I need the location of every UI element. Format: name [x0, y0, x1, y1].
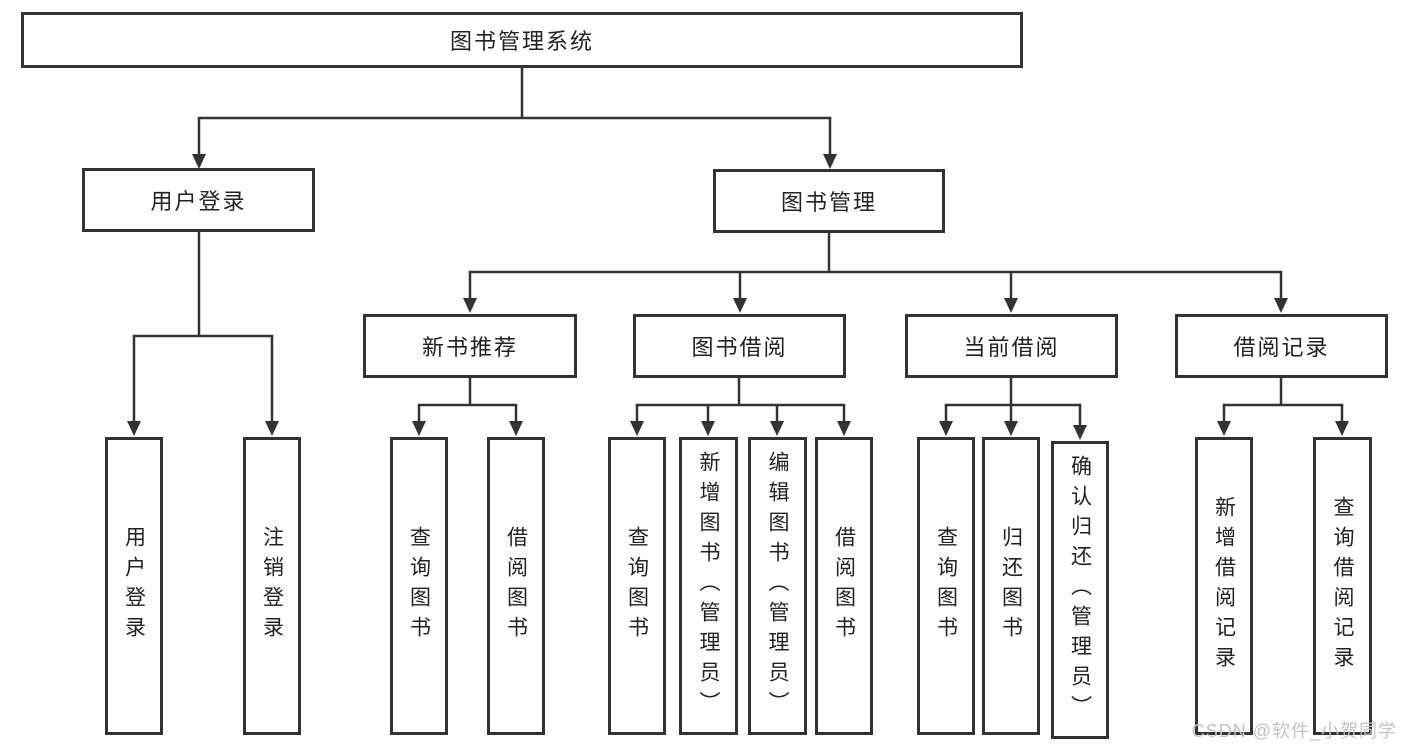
leaf-user-login: 用户登录 — [105, 437, 163, 735]
node-label: 图书管理系统 — [449, 29, 594, 54]
leaf-nb-borrow-books: 借阅图书 — [487, 437, 545, 735]
leaf-label: 编辑图书（管理员） — [766, 451, 789, 721]
node-book-borrow: 图书借阅 — [633, 314, 846, 378]
node-user-login-group: 用户登录 — [82, 168, 315, 232]
leaf-bb-borrow-books: 借阅图书 — [815, 437, 873, 735]
node-current-borrow: 当前借阅 — [905, 314, 1118, 378]
leaf-label: 查询图书 — [934, 526, 958, 646]
leaf-logout: 注销登录 — [243, 437, 301, 735]
leaf-bb-add-book-admin: 新增图书（管理员） — [679, 437, 738, 735]
node-new-book-rec: 新书推荐 — [363, 314, 577, 378]
leaf-label: 确认归还（管理员） — [1068, 455, 1092, 725]
leaf-nb-query-books: 查询图书 — [390, 437, 448, 735]
node-book-mgmt-group: 图书管理 — [713, 169, 945, 233]
csdn-watermark: CSDN @软件_小贺同学 — [1191, 721, 1397, 741]
node-label: 借阅记录 — [1233, 335, 1330, 360]
leaf-label: 查询图书 — [407, 526, 431, 646]
leaf-label: 归还图书 — [999, 526, 1023, 646]
node-root: 图书管理系统 — [21, 12, 1023, 68]
leaf-br-query-record: 查询借阅记录 — [1313, 437, 1372, 735]
node-label: 图书管理 — [780, 190, 877, 215]
leaf-label: 借阅图书 — [832, 526, 856, 646]
node-label: 图书借阅 — [691, 335, 788, 360]
leaf-label: 新增借阅记录 — [1212, 496, 1236, 676]
leaf-label: 用户登录 — [122, 526, 146, 646]
node-label: 新书推荐 — [421, 335, 518, 360]
leaf-cb-query-books: 查询图书 — [917, 437, 975, 735]
leaf-br-add-record: 新增借阅记录 — [1195, 437, 1253, 735]
leaf-label: 新增图书（管理员） — [697, 451, 720, 721]
leaf-bb-query-books: 查询图书 — [608, 437, 666, 735]
node-borrow-records: 借阅记录 — [1175, 314, 1388, 378]
node-label: 当前借阅 — [963, 335, 1060, 360]
leaf-cb-confirm-return-admin: 确认归还（管理员） — [1051, 441, 1109, 739]
leaf-label: 查询图书 — [625, 526, 649, 646]
leaf-cb-return-book: 归还图书 — [982, 437, 1040, 735]
leaf-label: 借阅图书 — [504, 526, 528, 646]
leaf-bb-edit-book-admin: 编辑图书（管理员） — [748, 437, 807, 735]
node-label: 用户登录 — [150, 189, 247, 214]
leaf-label: 查询借阅记录 — [1331, 496, 1354, 676]
leaf-label: 注销登录 — [260, 526, 284, 646]
